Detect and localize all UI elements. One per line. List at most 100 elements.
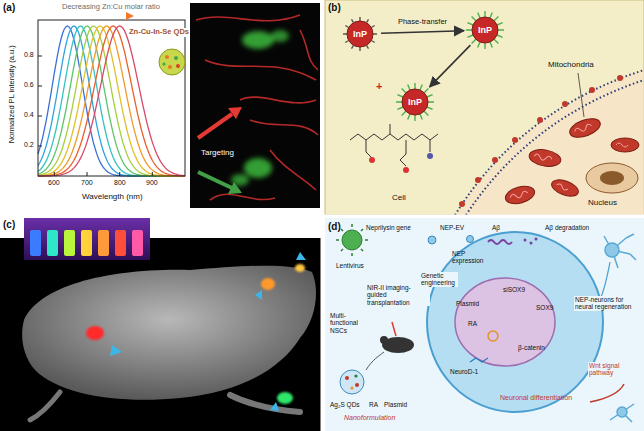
fragment <box>530 242 533 245</box>
membrane-signal <box>210 194 275 200</box>
qd <box>512 137 518 143</box>
spectrum-curve <box>38 26 185 176</box>
membrane-signal <box>205 60 316 80</box>
spectrum-curve <box>38 26 185 176</box>
mitochondrion <box>567 115 603 141</box>
connector-arrow <box>430 45 471 87</box>
leader-line <box>578 73 584 117</box>
tick <box>38 146 42 147</box>
arrow-head <box>126 12 134 20</box>
tick <box>152 172 153 176</box>
fragment <box>535 238 538 241</box>
panel-label: (b) <box>328 2 341 14</box>
targeting-arrow <box>198 172 232 188</box>
process-label: Genetic engineering <box>420 272 458 287</box>
tick-label: 0.2 <box>24 141 34 149</box>
membrane-signal <box>196 15 300 21</box>
cell-membrane <box>466 80 644 215</box>
vial <box>98 230 109 256</box>
flow-line <box>366 352 384 370</box>
cell-interior <box>455 70 644 215</box>
backbone <box>350 134 438 140</box>
node-text: InP <box>465 25 505 35</box>
tick <box>54 172 55 176</box>
cristae <box>534 154 553 162</box>
mito-body <box>549 177 580 200</box>
marker-arrow <box>270 402 279 411</box>
part-label: Aβ <box>492 224 500 231</box>
virus-spikes <box>336 224 368 256</box>
particle-node: InP <box>395 82 435 122</box>
green-spot <box>271 30 289 42</box>
green-spot <box>277 392 293 404</box>
particle-node: InP <box>340 14 380 54</box>
regeneration-arrow <box>600 262 610 300</box>
part-label: Plasmid <box>456 300 479 307</box>
panel-divider <box>0 215 644 218</box>
mito-body <box>611 138 639 152</box>
qd <box>562 101 568 107</box>
plasmid-ring <box>488 331 498 341</box>
spectrum-curve <box>38 26 185 176</box>
part-label: Nucleus <box>588 198 617 207</box>
process-label: Nanoformulation <box>344 414 395 422</box>
vial <box>115 230 126 256</box>
green-spot <box>244 158 272 178</box>
process-label: Wnt signal pathway <box>588 362 640 377</box>
spectrum-curve <box>38 26 185 176</box>
mouse-tail <box>30 392 60 420</box>
process-label: NEP-neurons for neural regeneration <box>574 296 640 311</box>
tick <box>38 116 42 117</box>
part-label: Mitochondria <box>548 60 594 69</box>
tick-label: 900 <box>146 179 158 187</box>
imaging-ground <box>0 238 322 431</box>
ligand-shell <box>396 83 434 121</box>
process-label: Neuronal differentiation <box>500 394 572 402</box>
panel-ground <box>325 218 644 431</box>
panel-label: (c) <box>3 219 15 231</box>
panel-ground <box>325 0 644 215</box>
ev <box>467 236 474 243</box>
cell-membrane <box>455 70 644 215</box>
charge <box>403 167 409 173</box>
vial <box>132 230 143 256</box>
targeting-arrow <box>198 114 232 138</box>
amyloid-fibril <box>488 240 512 244</box>
part-label: NeuroD-1 <box>450 368 478 375</box>
spectrum-curve <box>38 26 185 176</box>
dot <box>165 55 169 59</box>
cristae <box>556 183 569 191</box>
cell-outlines <box>196 15 318 200</box>
polymer-structure <box>350 124 438 173</box>
side-chain <box>366 124 430 166</box>
panel-label: (d) <box>328 221 341 233</box>
qd <box>537 117 543 123</box>
nanoformulation-particle <box>340 370 364 394</box>
nucleolus <box>600 171 624 185</box>
cristae <box>574 123 593 134</box>
charge-symbol: + <box>376 80 382 93</box>
membrane-signal <box>270 150 316 190</box>
membrane-signal <box>240 97 316 103</box>
tick <box>38 56 42 57</box>
particle-node: InP <box>465 10 505 50</box>
part-label: Plasmid <box>384 401 407 408</box>
plasmid <box>354 374 357 377</box>
yellow-spot <box>295 264 305 272</box>
part-label: SOX9 <box>536 304 553 311</box>
dendrites <box>604 234 636 268</box>
stem-cell <box>427 232 603 412</box>
mitochondrion <box>528 147 562 168</box>
process-label: NIR-II imaging-guided transplantation <box>366 284 430 306</box>
tick-label: 600 <box>48 179 60 187</box>
dot <box>176 64 180 68</box>
part-label: RA <box>369 401 378 408</box>
nucleus <box>586 163 638 193</box>
part-label: siSOX9 <box>503 286 525 293</box>
qd <box>475 177 481 183</box>
mitochondria <box>503 115 639 207</box>
charge <box>427 153 433 159</box>
dendrites <box>610 404 634 422</box>
mito-body <box>528 147 562 168</box>
part-label: NEP-EV <box>440 224 464 231</box>
